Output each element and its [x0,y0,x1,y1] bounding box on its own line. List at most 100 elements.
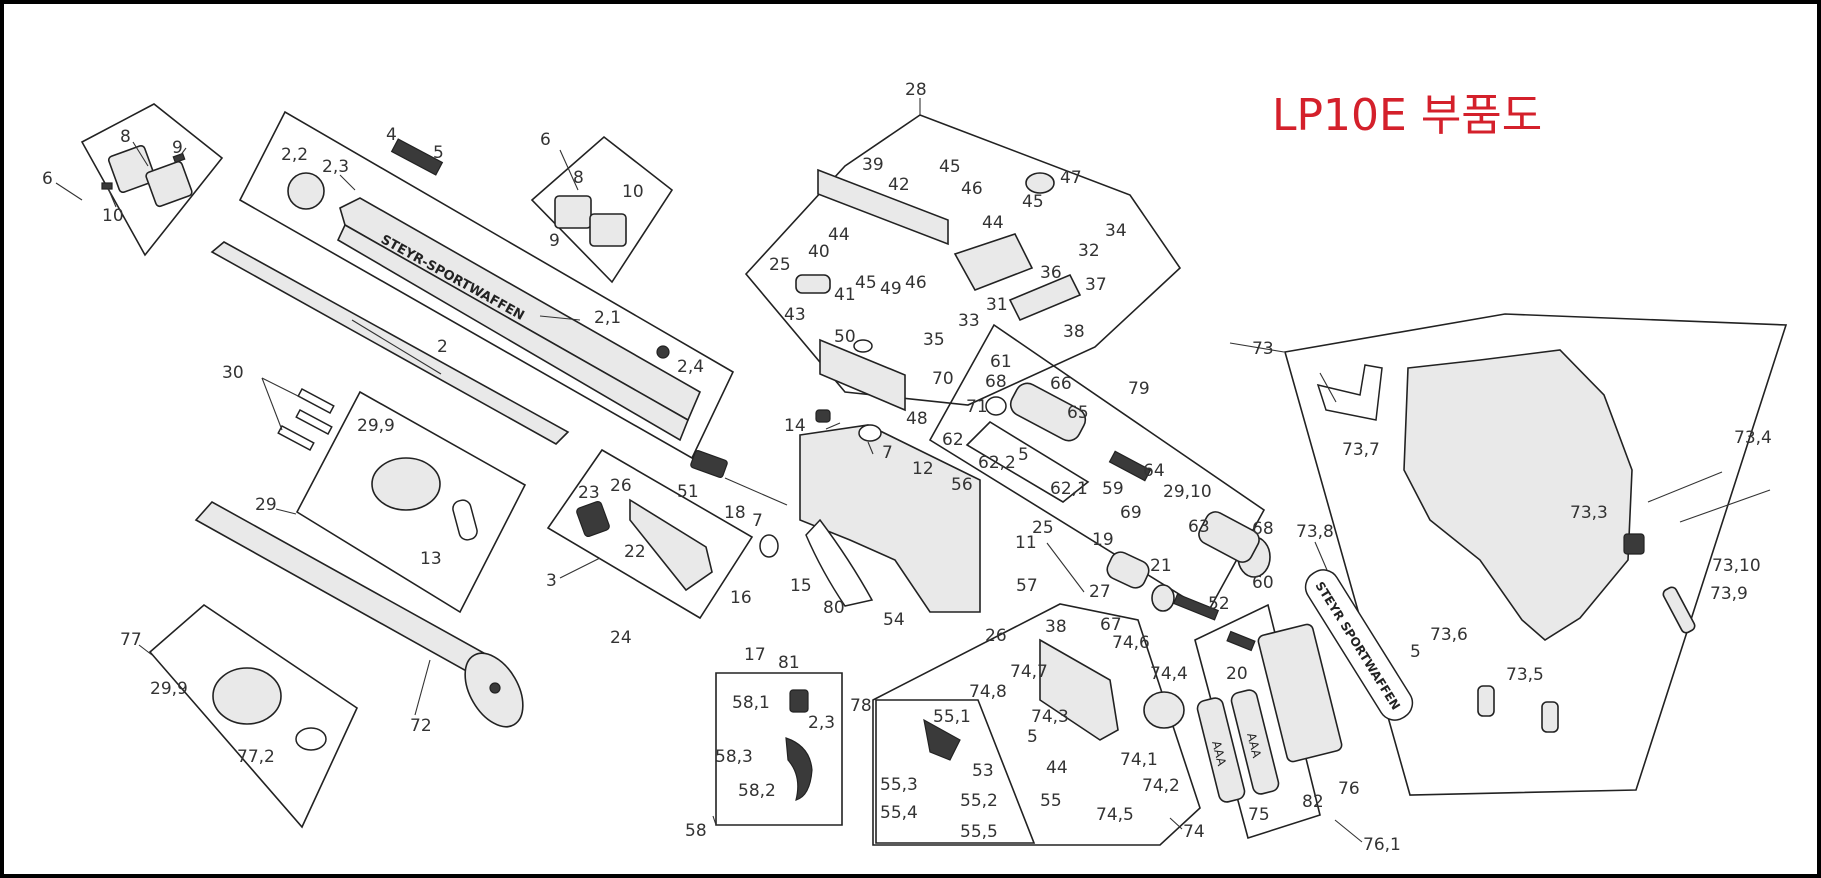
group-74-box [872,603,1201,846]
part-37-plate [1008,273,1082,322]
callout-34: 34 [1105,221,1127,241]
part-65-tube [1009,382,1087,442]
callout-76-1: 76,1 [1363,835,1401,855]
callout-74-8: 74,8 [969,682,1007,702]
callout-2-3: 2,3 [322,157,349,177]
callout-37: 37 [1085,275,1107,295]
callout-6b: 6 [540,130,551,150]
callout-74-3: 74,3 [1031,707,1069,727]
part-77-2-oring [295,727,327,751]
group-58-box [715,672,843,826]
callout-67: 67 [1100,615,1122,635]
callout-61: 61 [990,352,1012,372]
callout-70: 70 [932,369,954,389]
part-73-5-pin-a [1477,685,1495,717]
callout-41: 41 [834,285,856,305]
callout-73-7: 73,7 [1342,440,1380,460]
part-9-pin [172,152,186,164]
callout-35: 35 [923,330,945,350]
part-47-knob [1025,172,1055,194]
callout-55-1: 55,1 [933,707,971,727]
callout-33: 33 [958,311,980,331]
diagram-title: LP10E 부품도 [1272,90,1542,141]
callout-5b: 5 [1018,445,1029,465]
callout-51: 51 [677,482,699,502]
callout-30: 30 [222,363,244,383]
callout-82: 82 [1302,792,1324,812]
part-51-spring [690,449,728,479]
callout-8b: 8 [573,168,584,188]
callout-2: 2 [437,337,448,357]
callout-2-1: 2,1 [594,308,621,328]
part-2-4-screw [656,345,670,359]
part-20-screw [1226,630,1256,652]
battery-text-b: AAA [1244,731,1264,760]
parts: STEYR-SPORTWAFFEN [101,138,1771,803]
callout-3: 3 [546,571,557,591]
leader-lines [55,98,1363,843]
callout-13: 13 [420,549,442,569]
callout-62-2: 62,2 [978,453,1016,473]
group-receiver-box [238,110,735,460]
callout-5d: 5 [1410,642,1421,662]
part-2-2-cap [287,172,325,210]
part-8-block-b2 [589,213,627,247]
callout-76: 76 [1338,779,1360,799]
callout-24: 24 [610,628,632,648]
callout-81: 81 [778,653,800,673]
callout-10: 10 [102,206,124,226]
callout-75: 75 [1248,805,1270,825]
callout-52: 52 [1208,594,1230,614]
callout-40: 40 [808,242,830,262]
group-29-box [295,390,527,614]
callout-27: 27 [1089,582,1111,602]
callout-29-10: 29,10 [1163,482,1212,502]
callout-6: 6 [42,169,53,189]
part-8-block-right [145,160,193,208]
callout-73-3: 73,3 [1570,503,1608,523]
callout-5c: 5 [1027,727,1038,747]
part-58-2-trigger-blade [785,737,813,801]
callout-19: 19 [1092,530,1114,550]
callout-74-6: 74,6 [1112,633,1150,653]
part-7-washer-a [858,424,882,442]
callout-9b: 9 [549,231,560,251]
callout-77: 77 [120,630,142,650]
callout-45a: 45 [939,157,961,177]
part-58-1-shoe [789,689,809,713]
part-74-2-wheel [1143,691,1185,729]
group-3-box [546,448,754,620]
battery-text-a: AAA [1209,739,1229,768]
callout-7a: 7 [882,443,893,463]
callout-15: 15 [790,576,812,596]
callout-58-2: 58,2 [738,781,776,801]
callout-55-2: 55,2 [960,791,998,811]
callout-73: 73 [1252,339,1274,359]
callout-2-3b: 2,3 [808,713,835,733]
callout-8: 8 [120,127,131,147]
callout-68b: 68 [1252,519,1274,539]
part-12-frame [799,424,981,613]
callout-74-7: 74,7 [1010,662,1048,682]
callout-72: 72 [410,716,432,736]
part-64-spring [1108,450,1152,482]
callout-46b: 46 [905,273,927,293]
part-71-ring [985,396,1007,416]
part-30-screws [277,388,335,451]
callout-22: 22 [624,542,646,562]
callout-63: 63 [1188,517,1210,537]
callout-20: 20 [1226,664,1248,684]
part-7-washer-b [759,534,779,558]
callout-78: 78 [850,696,872,716]
callout-55: 55 [1040,791,1062,811]
callout-44c: 44 [1046,758,1068,778]
callout-68a: 68 [985,372,1007,392]
callout-31: 31 [986,295,1008,315]
callout-25a: 25 [769,255,791,275]
part-73-4-bolt-b [1679,489,1771,523]
part-2-receiver: STEYR-SPORTWAFFEN [336,197,702,442]
callout-80: 80 [823,598,845,618]
callout-labels: 6 8 9 10 2,2 2,3 4 5 2 2,1 2,4 6 8 10 9 … [42,80,1772,855]
callout-29: 29 [255,495,277,515]
